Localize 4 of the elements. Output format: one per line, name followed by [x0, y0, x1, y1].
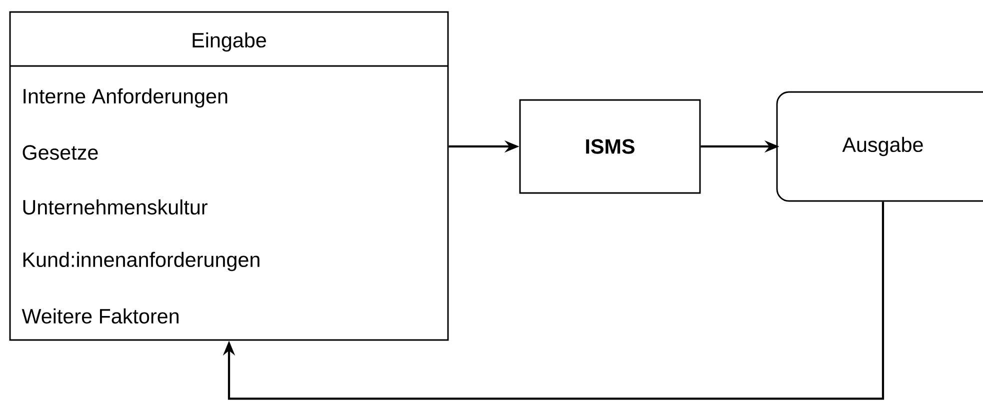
process-box: ISMS — [519, 99, 701, 194]
rounded-box: Ausgabe — [776, 91, 983, 202]
arrow — [222, 202, 884, 400]
list-box: Eingabe Interne Anforderungen Gesetze Unternehmenskultur Kund:innenanforderungen Weitere Faktoren — [9, 11, 449, 341]
